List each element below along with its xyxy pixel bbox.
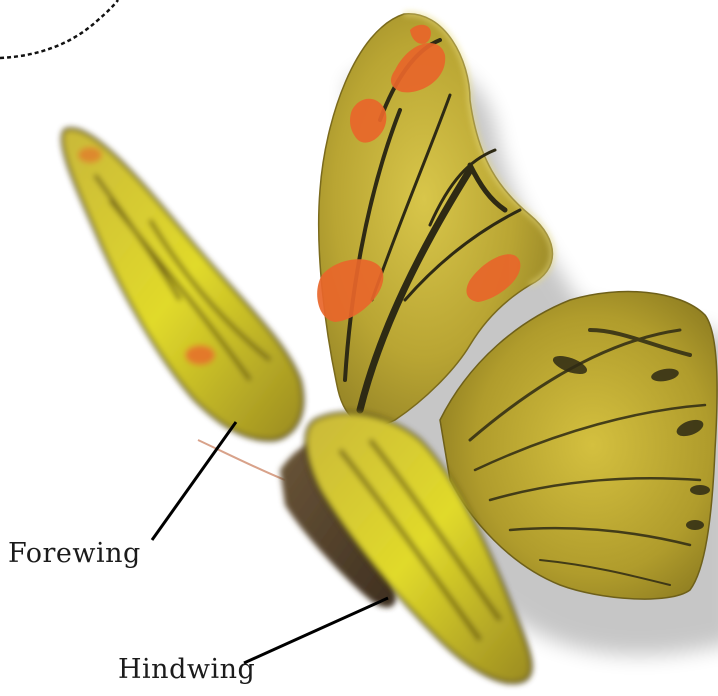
antenna: [198, 440, 285, 480]
dashed-circle-arc: [0, 0, 118, 58]
hindwing-label: Hindwing: [118, 654, 255, 685]
hindwing-leader-line: [244, 598, 388, 663]
left-forewing: [62, 129, 302, 440]
forewing-label: Forewing: [8, 538, 141, 569]
forewing-leader-line: [152, 422, 236, 540]
